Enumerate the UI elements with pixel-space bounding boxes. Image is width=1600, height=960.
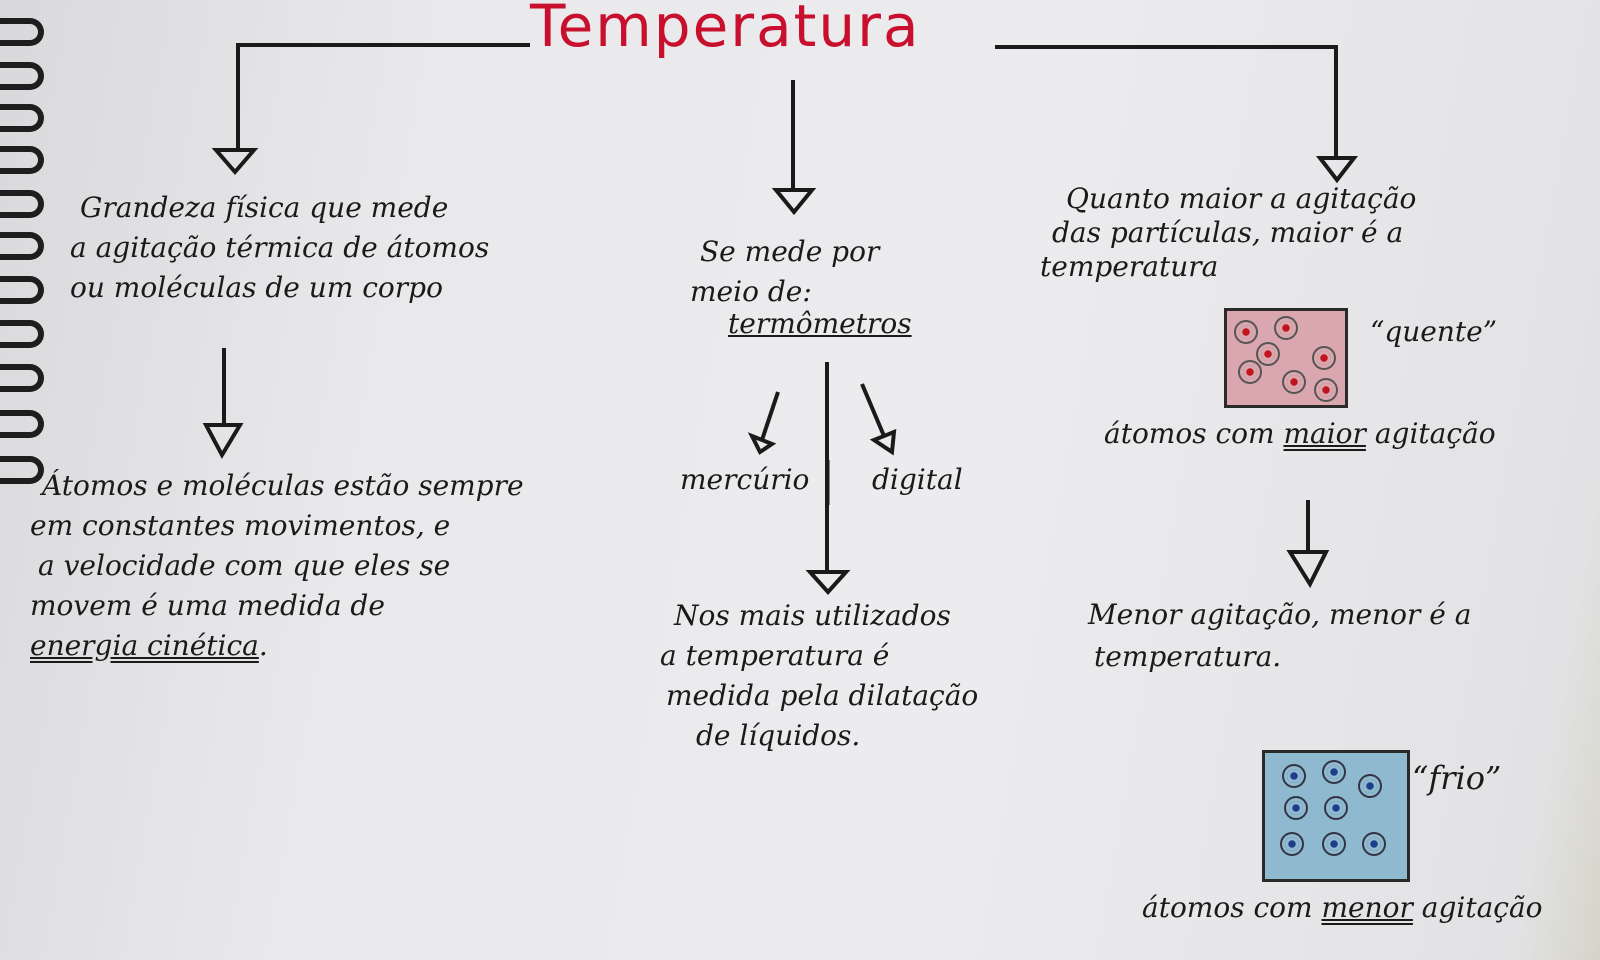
atom — [1317, 351, 1331, 365]
text-line: temperatura. — [1094, 640, 1282, 673]
atom — [1287, 769, 1301, 783]
hot-caption: átomos com maior agitação — [1104, 414, 1496, 454]
binding-ring — [0, 104, 44, 132]
hot-particles-box — [1224, 308, 1348, 408]
text-line: ou moléculas de um corpo — [70, 271, 443, 304]
caption-text: átomos com — [1142, 891, 1322, 924]
cold-caption: átomos com menor agitação — [1142, 888, 1543, 928]
atom — [1363, 779, 1377, 793]
text-line: Nos mais utilizados — [674, 599, 951, 632]
hot-label: “quente” — [1370, 315, 1498, 348]
binding-ring — [0, 456, 44, 484]
page-title: Temperatura — [530, 0, 921, 60]
text-line: medida pela dilatação — [666, 679, 979, 712]
atom — [1287, 375, 1301, 389]
atom — [1367, 837, 1381, 851]
atom — [1285, 837, 1299, 851]
text-line: meio de: — [690, 275, 812, 308]
arrowhead — [869, 428, 897, 456]
text-line: Grandeza física que mede — [80, 191, 449, 224]
right-rule2: Menor agitação, menor é a temperatura. — [1088, 594, 1471, 678]
binding-ring — [0, 410, 44, 438]
binding-ring — [0, 320, 44, 348]
caption-emphasis: menor — [1321, 891, 1413, 924]
atom — [1319, 383, 1333, 397]
period: . — [258, 629, 268, 662]
cold-label: “frio” — [1412, 759, 1502, 797]
caption-text: átomos com — [1104, 417, 1284, 450]
arrowhead — [747, 432, 777, 455]
text-line: Menor agitação, menor é a — [1088, 598, 1472, 631]
text-line: a temperatura é — [660, 639, 890, 672]
arrowhead — [805, 570, 851, 595]
text-line: em constantes movimentos, e — [30, 509, 451, 542]
atom — [1239, 325, 1253, 339]
caption-text: agitação — [1412, 891, 1543, 924]
text-line: temperatura — [1040, 250, 1219, 283]
arrowhead — [202, 423, 244, 460]
text-line: Se mede por — [700, 235, 880, 268]
caption-text: agitação — [1365, 417, 1496, 450]
middle-intro: Se mede por meio de: — [690, 232, 879, 312]
text-line: Quanto maior a agitação — [1066, 182, 1417, 215]
caption-emphasis: maior — [1283, 417, 1366, 450]
arrow-mercurio — [760, 391, 780, 441]
cold-particles-box — [1262, 750, 1410, 882]
instrument-termometros: termômetros — [728, 307, 912, 340]
binding-ring — [0, 364, 44, 392]
arrowhead — [1315, 156, 1359, 184]
binding-ring — [0, 146, 44, 174]
binding-ring — [0, 232, 44, 260]
right-rule: Quanto maior a agitação das partículas, … — [1040, 182, 1416, 284]
binding-ring — [0, 276, 44, 304]
arrow-title-left — [236, 43, 530, 150]
text-line: de líquidos. — [696, 719, 861, 752]
text-line: a agitação térmica de átomos — [70, 231, 490, 264]
arrow-title-right — [995, 45, 1338, 158]
atom — [1329, 801, 1343, 815]
emphasis-energia-cinetica: energia cinética — [30, 629, 259, 662]
atom — [1327, 837, 1341, 851]
type-digital: digital — [872, 463, 963, 496]
arrow-digital — [860, 383, 886, 437]
binding-ring — [0, 18, 44, 46]
text-line: movem é uma medida de — [30, 589, 385, 622]
arrowhead — [1286, 550, 1330, 589]
text-line: energia cinética. — [30, 626, 524, 666]
atom — [1279, 321, 1293, 335]
atom — [1289, 801, 1303, 815]
atom — [1261, 347, 1275, 361]
text-line: Átomos e moléculas estão sempre — [42, 469, 524, 502]
binding-ring — [0, 190, 44, 218]
text-line: a velocidade com que eles se — [38, 549, 451, 582]
atom — [1243, 365, 1257, 379]
left-definition: Grandeza física que mede a agitação térm… — [70, 188, 489, 308]
atom — [1327, 765, 1341, 779]
left-explanation: Átomos e moléculas estão sempre em const… — [30, 466, 524, 666]
middle-note: Nos mais utilizados a temperatura é medi… — [660, 596, 978, 756]
arrowhead — [211, 148, 259, 176]
arrowhead — [771, 188, 817, 216]
text-line: das partículas, maior é a — [1052, 216, 1404, 249]
binding-ring — [0, 62, 44, 90]
type-mercurio: mercúrio — [680, 463, 810, 496]
